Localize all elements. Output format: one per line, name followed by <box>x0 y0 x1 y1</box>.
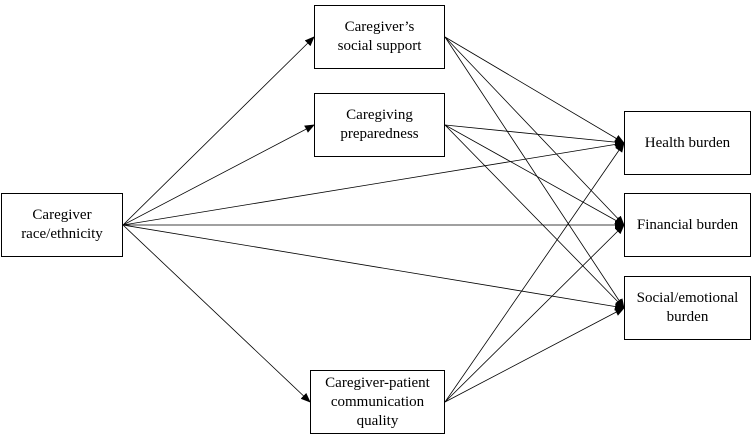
node-label-line: Caregiver’s <box>344 19 415 35</box>
node-label-line: race/ethnicity <box>21 226 103 242</box>
node-label-line: Caregiver <box>32 207 92 223</box>
arrow-race-to-comm <box>122 224 311 403</box>
arrow-comm-to-financial <box>444 224 625 403</box>
arrows <box>122 36 625 403</box>
node-label-line: Social/emotional <box>636 290 739 306</box>
node-label-line: Health burden <box>644 134 731 151</box>
arrow-support-to-financial <box>444 36 625 226</box>
node-label-line: social support <box>337 38 422 54</box>
arrow-race-to-social <box>122 224 625 311</box>
node-health-burden: Health burden <box>624 111 751 175</box>
node-label-line: quality <box>356 412 399 429</box>
arrow-prep-to-health <box>444 124 625 147</box>
arrow-comm-to-social <box>444 307 625 403</box>
arrow-race-to-health <box>122 140 625 226</box>
node-label-line: Caregiving <box>346 107 413 123</box>
arrow-race-to-support <box>122 36 315 226</box>
arrow-support-to-social <box>444 36 625 309</box>
node-caregiving-preparedness: Caregiving preparedness <box>314 93 445 157</box>
node-label-line: burden <box>666 309 709 325</box>
arrow-support-to-health <box>444 36 625 144</box>
arrow-prep-to-social <box>444 124 625 309</box>
arrow-comm-to-health <box>444 142 625 403</box>
node-label-line: preparedness <box>340 126 419 142</box>
node-financial-burden: Financial burden <box>624 193 751 257</box>
arrow-race-to-prep <box>122 124 315 226</box>
node-caregiver-social-support: Caregiver’s social support <box>314 5 445 69</box>
node-label-line: Caregiver-patient <box>325 374 430 391</box>
node-label-line: communication <box>330 393 425 410</box>
node-caregiver-race-ethnicity: Caregiver race/ethnicity <box>1 193 123 257</box>
node-caregiver-patient-communication-quality: Caregiver-patient communication quality <box>310 370 445 434</box>
node-label-line: Financial burden <box>636 216 739 233</box>
node-social-emotional-burden: Social/emotional burden <box>624 276 751 340</box>
arrow-prep-to-financial <box>444 124 625 226</box>
